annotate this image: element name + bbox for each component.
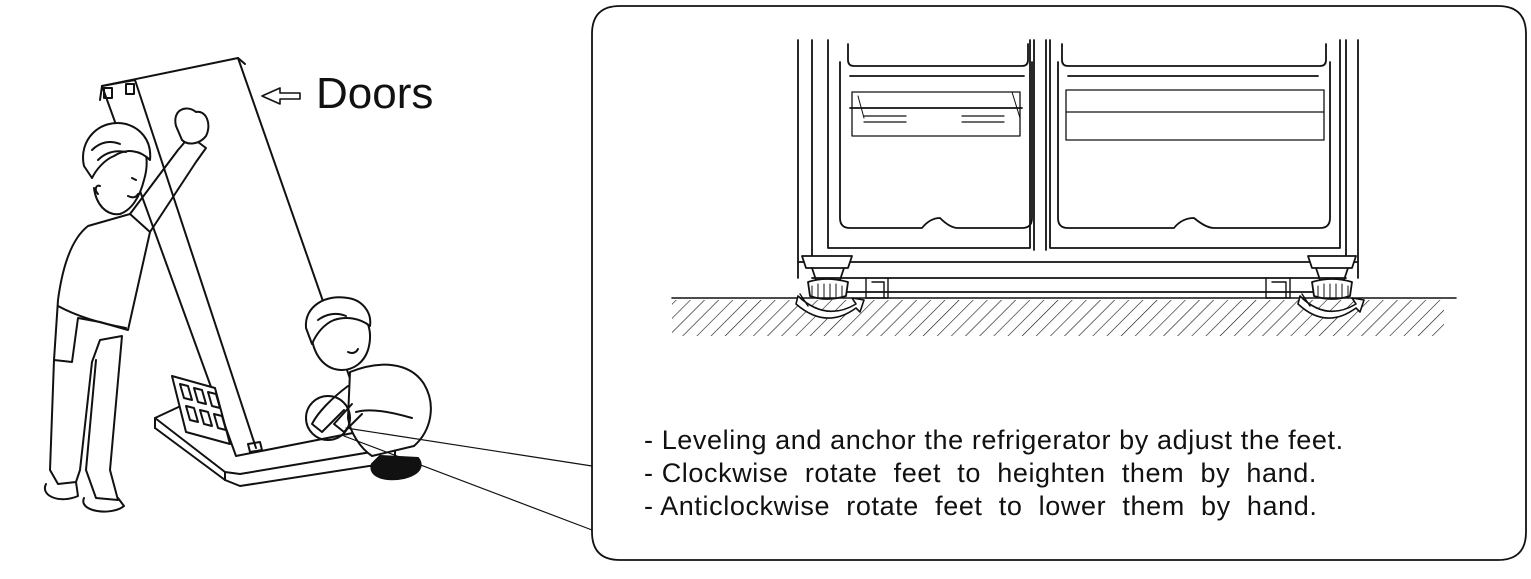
right-leveling-foot (1307, 255, 1357, 300)
refrigerator-front-view (797, 39, 1359, 300)
standing-person (43, 107, 210, 513)
refrigerator (99, 57, 369, 457)
instruction-line: - Anticlockwise rotate feet to lower the… (644, 491, 1318, 521)
installation-illustration (43, 57, 593, 531)
rotate-arrow-icon (1297, 295, 1365, 319)
instruction-line: - Leveling and anchor the refrigerator b… (644, 425, 1344, 455)
instruction-line: - Clockwise rotate feet to heighten them… (644, 458, 1317, 488)
doors-label: Doors (316, 69, 434, 118)
instruction-list: - Leveling and anchor the refrigerator b… (644, 424, 1344, 523)
zoom-leader-line (343, 427, 593, 531)
crouching-person (304, 296, 432, 481)
detail-panel (591, 5, 1527, 561)
rotate-arrow-icon (795, 295, 865, 319)
pointer-arrow-icon (261, 87, 301, 105)
left-leveling-foot (801, 255, 853, 300)
